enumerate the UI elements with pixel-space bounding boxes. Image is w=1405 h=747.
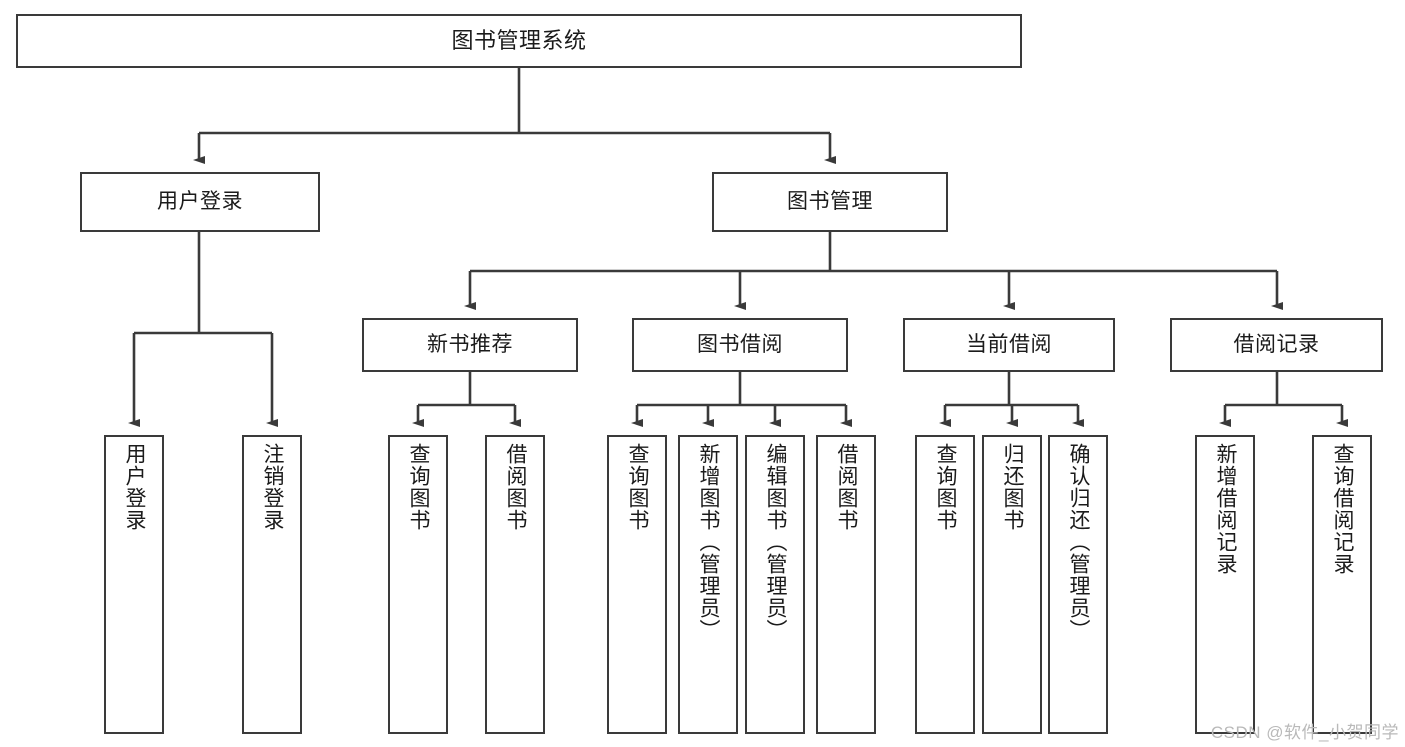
node-leaf-query-book-3[interactable]: 查询图书 <box>915 435 975 734</box>
node-leaf-borrow-book-1[interactable]: 借阅图书 <box>485 435 545 734</box>
node-label: 编辑图书（管理员） <box>763 443 787 641</box>
node-leaf-query-record[interactable]: 查询借阅记录 <box>1312 435 1372 734</box>
node-label: 用户登录 <box>122 443 146 531</box>
node-leaf-edit-book[interactable]: 编辑图书（管理员） <box>745 435 805 734</box>
node-label: 新书推荐 <box>427 333 513 357</box>
node-leaf-logout[interactable]: 注销登录 <box>242 435 302 734</box>
node-label: 当前借阅 <box>966 333 1052 357</box>
node-label: 图书借阅 <box>697 333 783 357</box>
node-label: 用户登录 <box>157 190 243 214</box>
node-label: 借阅图书 <box>834 443 858 531</box>
watermark-text: CSDN @软件_小贺同学 <box>1210 723 1399 742</box>
node-user-login[interactable]: 用户登录 <box>80 172 320 232</box>
node-borrow-record[interactable]: 借阅记录 <box>1170 318 1383 372</box>
node-label: 查询图书 <box>933 443 957 531</box>
node-label: 查询图书 <box>406 443 430 531</box>
node-label: 查询借阅记录 <box>1330 443 1354 575</box>
node-leaf-add-record[interactable]: 新增借阅记录 <box>1195 435 1255 734</box>
node-label: 图书管理 <box>787 190 873 214</box>
node-label: 查询图书 <box>625 443 649 531</box>
node-label: 借阅记录 <box>1233 333 1320 357</box>
node-leaf-query-book-1[interactable]: 查询图书 <box>388 435 448 734</box>
node-label: 新增借阅记录 <box>1213 443 1237 575</box>
node-leaf-borrow-book-2[interactable]: 借阅图书 <box>816 435 876 734</box>
node-leaf-user-login[interactable]: 用户登录 <box>104 435 164 734</box>
node-label: 归还图书 <box>1000 443 1024 531</box>
node-book-borrow[interactable]: 图书借阅 <box>632 318 848 372</box>
node-leaf-confirm-return[interactable]: 确认归还（管理员） <box>1048 435 1108 734</box>
node-label: 新增图书（管理员） <box>696 443 720 641</box>
node-label: 图书管理系统 <box>451 27 587 53</box>
node-new-book-recommend[interactable]: 新书推荐 <box>362 318 578 372</box>
node-label: 注销登录 <box>260 443 284 531</box>
node-leaf-add-book[interactable]: 新增图书（管理员） <box>678 435 738 734</box>
node-label: 借阅图书 <box>503 443 527 531</box>
node-root[interactable]: 图书管理系统 <box>16 14 1022 68</box>
node-leaf-return-book[interactable]: 归还图书 <box>982 435 1042 734</box>
node-book-manage[interactable]: 图书管理 <box>712 172 948 232</box>
node-current-borrow[interactable]: 当前借阅 <box>903 318 1115 372</box>
node-label: 确认归还（管理员） <box>1066 443 1090 641</box>
node-leaf-query-book-2[interactable]: 查询图书 <box>607 435 667 734</box>
